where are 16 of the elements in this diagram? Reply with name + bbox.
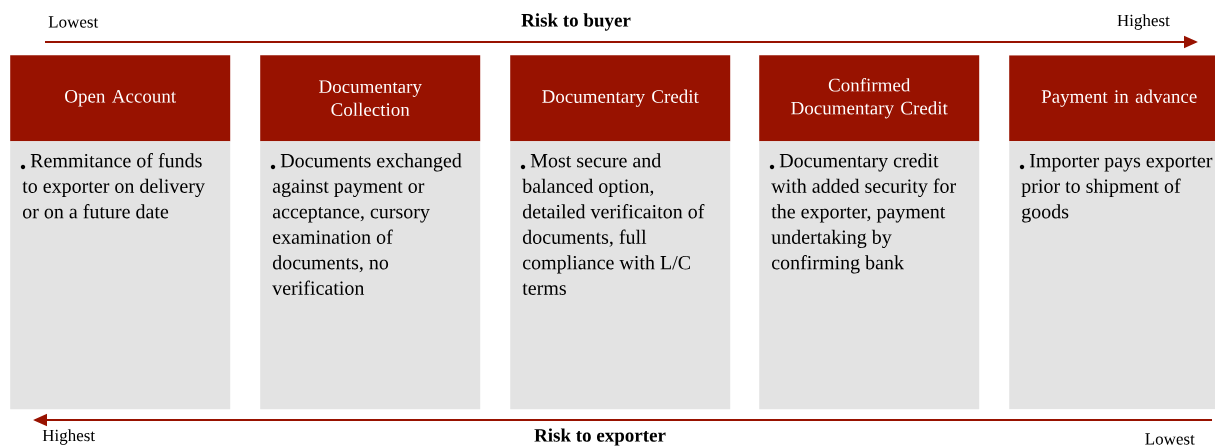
header-box: Documentary Credit	[510, 55, 731, 142]
header-box: Documentary Collection	[260, 55, 481, 142]
description-box: Documents exchanged against payment or acceptance, cursory examination of documents, no verification	[260, 141, 481, 410]
axis-title: Risk to exporter	[534, 428, 666, 446]
header-box: Confirmed Documentary Credit	[759, 55, 980, 142]
header-box: Open Account	[10, 55, 231, 142]
description-box: Documentary credit with added security for the exporter, payment undertaking by confirming bank	[759, 141, 980, 410]
scale-label: Highest	[1117, 14, 1170, 30]
scale-label: Lowest	[48, 16, 99, 28]
description-box: Most secure and balanced option, detailed verificaiton of documents, full compliance with L/C terms	[510, 141, 731, 410]
description-box: Importer pays exporter prior to shipment of goods	[1009, 141, 1215, 410]
axis-title: Risk to buyer	[521, 13, 631, 31]
scale-label: Highest	[42, 429, 95, 445]
description-box: Remmitance of funds to exporter on delivery or on a future date	[10, 141, 231, 410]
scale-label: Lowest	[1145, 433, 1195, 445]
header-box: Payment in advance	[1009, 55, 1215, 142]
